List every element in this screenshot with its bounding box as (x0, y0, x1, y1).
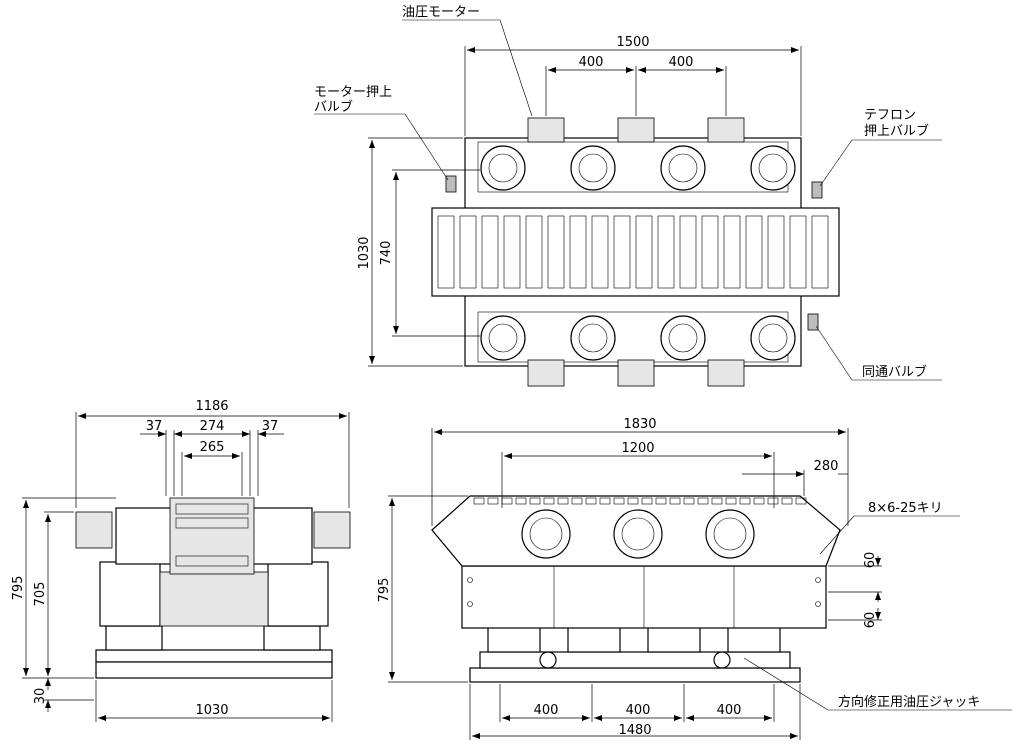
dim-side-height: 795 (11, 576, 26, 601)
track-link (437, 215, 455, 289)
front-view: 1830 1200 280 795 60 60 400 400 400 (377, 417, 1012, 740)
dim-front-height: 795 (377, 578, 392, 603)
track-link (811, 215, 829, 289)
label-teflon-valve-1: テフロン (864, 108, 916, 123)
track-links (437, 215, 829, 289)
chain-link (697, 497, 709, 505)
label-motor-push-valve-1: モーター押上 (314, 85, 392, 100)
track-link (503, 215, 521, 289)
chain-link (627, 497, 639, 505)
label-motor-push-valve-2: バルブ (314, 99, 353, 115)
chain-link (683, 497, 695, 505)
side-base-plate (95, 649, 333, 663)
chain-link (655, 497, 667, 505)
track-link (459, 215, 477, 289)
chain-link (739, 497, 751, 505)
chain-link (711, 497, 723, 505)
dim-front-60-bottom: 60 (863, 612, 878, 629)
dim-side-705: 705 (33, 582, 48, 607)
teflon-push-valve (811, 181, 823, 199)
track-wheels-bottom (480, 315, 796, 361)
label-holes: 8×6-25キリ (868, 501, 943, 516)
front-base (469, 667, 801, 683)
chain-links (473, 497, 807, 505)
dim-side-37-right: 37 (262, 419, 279, 434)
dim-front-pitch-2: 400 (626, 703, 651, 718)
dim-front-60-top: 60 (863, 552, 878, 569)
chain-link (753, 497, 765, 505)
track-belt (431, 207, 840, 297)
chain-link (571, 497, 583, 505)
dim-front-width-top: 1830 (623, 417, 656, 432)
chain-link (473, 497, 485, 505)
dim-side-274: 274 (200, 419, 225, 434)
front-wheels (521, 509, 755, 559)
track-link (591, 215, 609, 289)
track-link (679, 215, 697, 289)
front-jack (539, 651, 557, 669)
label-jack: 方向修正用油圧ジャッキ (838, 694, 980, 710)
track-wheels-top (480, 145, 796, 191)
chain-link (529, 497, 541, 505)
dim-front-1200: 1200 (621, 441, 654, 456)
chain-link (599, 497, 611, 505)
dim-top-width: 1500 (616, 35, 649, 50)
chain-link (669, 497, 681, 505)
track-link (657, 215, 675, 289)
chain-link (543, 497, 555, 505)
dim-front-pitch-3: 400 (717, 703, 742, 718)
dim-side-width-bottom: 1030 (195, 703, 228, 718)
track-link (745, 215, 763, 289)
chain-link (767, 497, 779, 505)
dim-top-inner-height: 740 (379, 241, 394, 266)
track-link (525, 215, 543, 289)
front-holes (467, 577, 821, 607)
chain-link (515, 497, 527, 505)
common-valve (807, 313, 819, 331)
chain-link (795, 497, 807, 505)
track-link (767, 215, 785, 289)
motor-top-row (527, 117, 745, 143)
motor-push-valve (445, 175, 457, 193)
chain-link (781, 497, 793, 505)
dim-top-height: 1030 (357, 236, 372, 269)
label-hydraulic-motor: 油圧モーター (402, 5, 480, 20)
dim-side-37-left: 37 (146, 419, 163, 434)
dim-side-265: 265 (200, 440, 225, 455)
chain-link (487, 497, 499, 505)
dim-front-pitch-1: 400 (534, 703, 559, 718)
track-link (635, 215, 653, 289)
dim-side-30: 30 (33, 688, 48, 705)
track-link (481, 215, 499, 289)
label-common-valve: 同通バルブ (862, 364, 927, 380)
track-link (547, 215, 565, 289)
chain-link (585, 497, 597, 505)
dim-top-pitch-right: 400 (669, 55, 694, 70)
dim-front-280: 280 (814, 459, 839, 474)
track-link (701, 215, 719, 289)
track-link (569, 215, 587, 289)
dim-side-width-top: 1186 (195, 399, 228, 414)
dim-front-width-bottom: 1480 (618, 723, 651, 738)
motor-bottom-row (527, 359, 745, 387)
top-view: 1500 400 400 1030 740 油圧モーター モーター押上 バルブ … (314, 5, 942, 387)
side-base (95, 661, 333, 679)
chain-link (613, 497, 625, 505)
side-view: 1186 37 274 37 265 795 705 30 1030 (11, 399, 351, 722)
chain-link (641, 497, 653, 505)
label-teflon-valve-2: 押上バルブ (864, 123, 929, 139)
track-link (723, 215, 741, 289)
track-link (613, 215, 631, 289)
dim-top-pitch-left: 400 (579, 55, 604, 70)
chain-link (557, 497, 569, 505)
side-track-block (169, 497, 255, 575)
chain-link (725, 497, 737, 505)
track-link (789, 215, 807, 289)
